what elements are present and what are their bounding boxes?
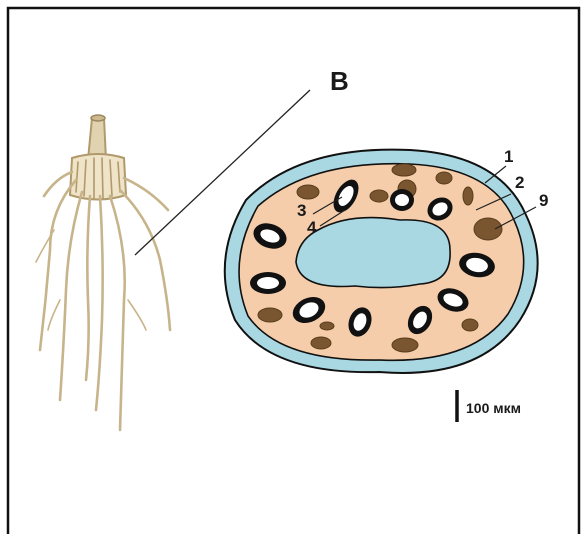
inclusion [392,338,418,352]
inclusion [436,172,452,184]
inclusion [462,319,478,331]
label-1: 1 [504,147,513,166]
inclusion [320,322,334,330]
cross-section [225,150,538,373]
label-2: 2 [515,173,524,192]
root-6 [120,190,170,330]
cell [250,272,286,294]
inclusion [311,337,331,349]
root-collar [70,154,126,200]
root-7 [124,178,168,210]
cell [390,189,414,211]
inclusion [297,185,319,199]
root-5 [110,196,125,430]
inclusion [370,190,388,202]
inclusion [463,187,473,205]
label-4: 4 [307,218,317,237]
inclusion [392,164,416,176]
root-3 [86,196,90,380]
root-sketch [36,115,170,430]
panel-letter-label: B [330,66,349,96]
root-1 [40,180,76,350]
root-2 [60,192,82,400]
root-4 [96,196,103,410]
inclusion [474,218,502,240]
scale-bar-label: 100 мкм [466,400,521,416]
label-9: 9 [539,191,548,210]
inclusion [258,308,282,322]
label-3: 3 [297,201,306,220]
root-branches [36,230,146,330]
stem-cut [91,115,105,121]
